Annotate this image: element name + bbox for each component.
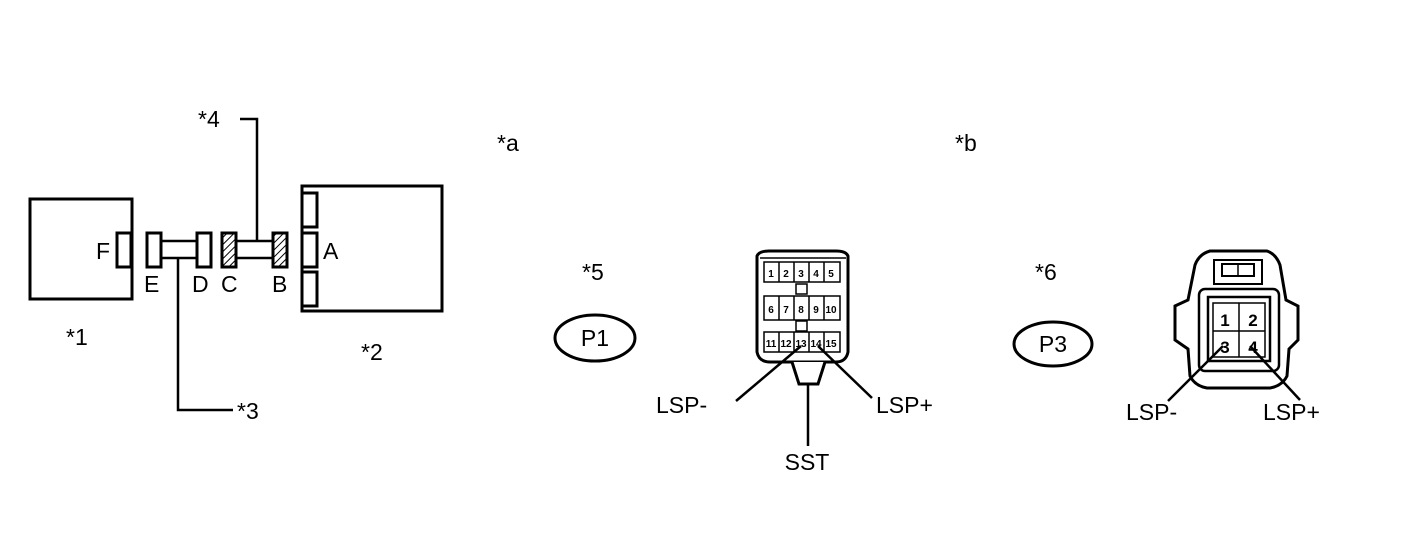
p3-pin-1: 1 <box>1220 311 1229 330</box>
p3-lsp-plus-label: LSP+ <box>1263 399 1320 425</box>
component-2-slot-top <box>300 191 319 229</box>
leader-3 <box>176 258 233 412</box>
p1-lsp-minus-leader <box>735 345 802 402</box>
connector-c <box>220 231 238 269</box>
p3-lsp-plus-leader <box>1249 345 1301 401</box>
p1-pin-7: 7 <box>783 305 789 316</box>
p1-pin-1: 1 <box>768 269 774 280</box>
p1-oval <box>553 313 637 363</box>
p1-pin-14: 14 <box>810 339 822 350</box>
p3-pin-4: 4 <box>1248 338 1258 357</box>
p1-pin-9: 9 <box>813 305 819 316</box>
p1-pin-3: 3 <box>798 269 804 280</box>
p1-pin-13: 13 <box>795 339 807 350</box>
p3-oval <box>1012 320 1094 368</box>
p1-lsp-minus-label: LSP- <box>656 392 707 418</box>
p1-sst-label: SST <box>785 449 830 475</box>
callout-4: *4 <box>198 106 220 132</box>
component-1-box <box>28 197 134 301</box>
p3-lsp-minus-label: LSP- <box>1126 399 1177 425</box>
connector-a-label: A <box>323 238 339 264</box>
callout-5: *5 <box>582 259 604 285</box>
p1-pin-15: 15 <box>825 339 837 350</box>
p1-pin-10: 10 <box>825 305 837 316</box>
callout-a: *a <box>497 130 519 156</box>
p1-pin-8: 8 <box>798 305 804 316</box>
p3-label: P3 <box>1039 331 1067 357</box>
p1-pin-11: 11 <box>766 339 777 350</box>
p1-pin-4: 4 <box>813 269 819 280</box>
callout-b: *b <box>955 130 977 156</box>
p1-lsp-plus-leader <box>817 345 873 399</box>
p3-pin-2: 2 <box>1248 311 1257 330</box>
connector-b-label: B <box>272 271 287 297</box>
component-2-slot-bottom <box>300 270 319 308</box>
p3-pin-3: 3 <box>1220 338 1229 357</box>
callout-2: *2 <box>361 339 383 365</box>
connector-c-label: C <box>221 271 238 297</box>
p1-lsp-plus-label: LSP+ <box>876 392 933 418</box>
connector-d <box>195 231 213 269</box>
callout-1: *1 <box>66 324 88 350</box>
connector-p3 <box>1173 249 1300 390</box>
connector-e <box>145 231 163 269</box>
connector-a <box>300 231 319 269</box>
p1-pin-6: 6 <box>768 305 774 316</box>
callout-3: *3 <box>237 398 259 424</box>
connector-f-label: F <box>96 238 110 264</box>
p1-sst-tab <box>790 361 827 386</box>
p1-pin-2: 2 <box>783 269 789 280</box>
connector-e-label: E <box>144 271 159 297</box>
p1-label: P1 <box>581 325 609 351</box>
connector-p1 <box>755 249 850 386</box>
callout-6: *6 <box>1035 259 1057 285</box>
connector-b <box>271 231 289 269</box>
p3-lsp-minus-leader <box>1167 345 1224 402</box>
p1-pin-12: 12 <box>780 339 792 350</box>
connector-f <box>115 231 133 269</box>
component-2-box <box>300 184 444 313</box>
connector-d-label: D <box>192 271 209 297</box>
p1-pin-5: 5 <box>828 269 834 280</box>
leader-4 <box>240 117 259 241</box>
